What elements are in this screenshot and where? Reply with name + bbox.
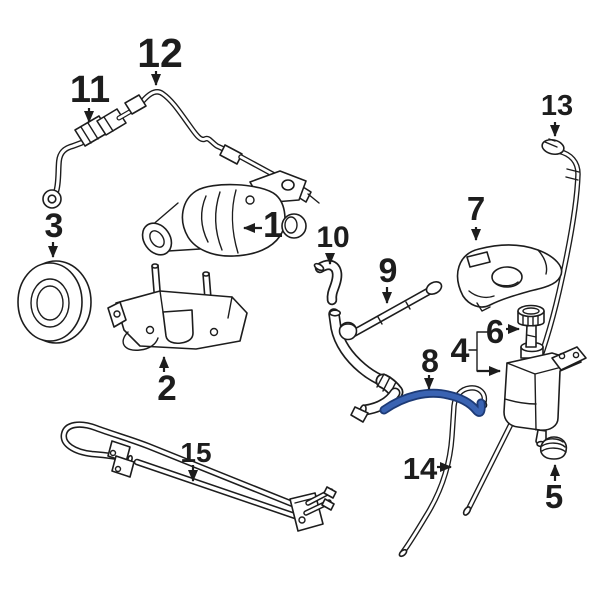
callout-10[interactable]: 10 [316, 221, 350, 265]
callout-1-label: 1 [263, 204, 283, 245]
callout-13[interactable]: 13 [541, 90, 573, 137]
callouts-layer: 1 2 3 4 5 6 7 8 [45, 30, 574, 515]
suction-assembly-9-10-drawing [313, 259, 443, 423]
callout-12-label: 12 [137, 30, 183, 76]
callout-12[interactable]: 12 [137, 30, 183, 86]
callout-6[interactable]: 6 [486, 313, 520, 350]
callout-5[interactable]: 5 [545, 464, 563, 515]
callout-9[interactable]: 9 [379, 252, 398, 304]
pressure-hose-12-drawing [134, 89, 320, 204]
pressure-hose-11-drawing [42, 94, 147, 209]
callout-5-label: 5 [545, 478, 563, 515]
supply-hose-8-highlighted-drawing[interactable] [379, 388, 486, 417]
callout-11-label: 11 [70, 69, 110, 111]
pulley-3-drawing [17, 260, 92, 344]
cover-7-drawing [456, 244, 563, 312]
callout-4[interactable]: 4 [451, 331, 501, 376]
cooler-tube-15-drawing [60, 421, 337, 532]
callout-8-label: 8 [421, 343, 439, 379]
callout-8[interactable]: 8 [421, 343, 439, 390]
callout-3-label: 3 [45, 207, 64, 245]
callout-6-label: 6 [486, 313, 504, 350]
callout-4-bracket [468, 331, 488, 372]
callout-3[interactable]: 3 [45, 207, 64, 258]
cap-6-drawing [517, 304, 545, 348]
bracket-2-drawing [107, 263, 248, 351]
callout-2[interactable]: 2 [157, 356, 177, 408]
callout-4-label: 4 [451, 332, 470, 370]
callout-14[interactable]: 14 [403, 451, 452, 486]
callout-15[interactable]: 15 [180, 437, 212, 482]
return-hose-13-drawing [462, 138, 581, 516]
callout-2-label: 2 [157, 369, 176, 408]
pump-1-drawing [141, 170, 307, 257]
callout-1[interactable]: 1 [243, 204, 283, 245]
callout-15-label: 15 [180, 437, 211, 468]
grommet-5-drawing [539, 436, 568, 460]
callout-7[interactable]: 7 [467, 190, 485, 241]
callout-9-label: 9 [379, 252, 398, 290]
callout-11[interactable]: 11 [70, 69, 110, 123]
callout-14-label: 14 [403, 451, 438, 486]
callout-13-label: 13 [541, 90, 573, 122]
callout-7-label: 7 [467, 190, 485, 227]
callout-10-label: 10 [316, 221, 349, 254]
